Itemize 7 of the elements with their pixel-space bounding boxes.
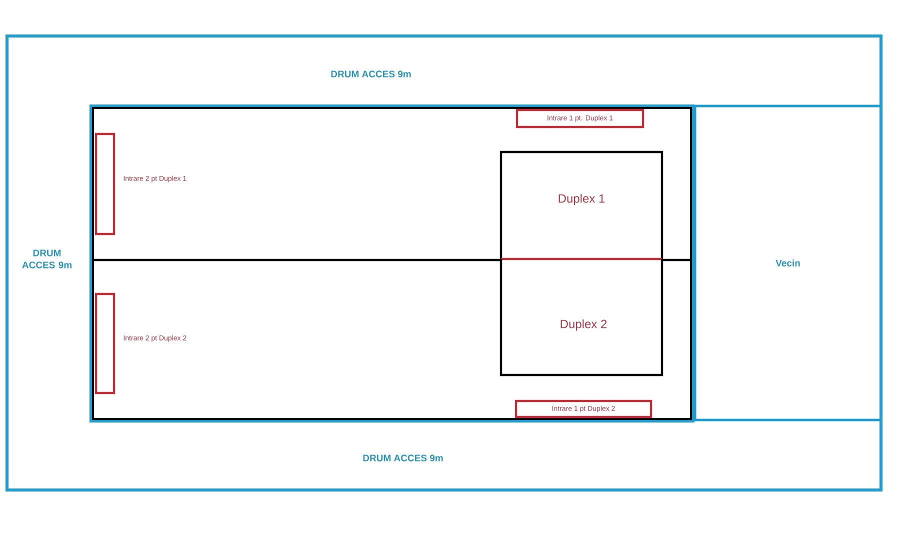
road-label: DRUM ACCES 9m bbox=[363, 454, 443, 462]
lot-label: Vecin bbox=[776, 260, 800, 266]
road-label: DRUM ACCES 9m bbox=[331, 70, 411, 78]
duplex-unit: Duplex 1 bbox=[500, 150, 664, 260]
duplex-unit: Duplex 2 bbox=[500, 259, 664, 376]
road-label: DRUM ACCES 9m bbox=[22, 250, 72, 268]
plot-outline bbox=[90, 104, 694, 422]
